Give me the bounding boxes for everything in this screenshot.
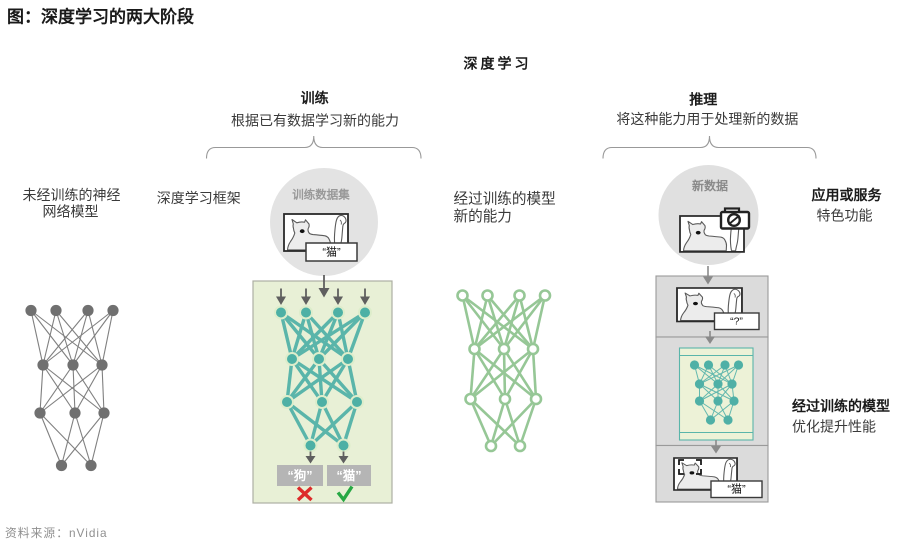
svg-text:“狗”: “狗” (287, 468, 312, 483)
svg-text:根据已有数据学习新的能力: 根据已有数据学习新的能力 (231, 113, 399, 129)
svg-text:图：深度学习的两大阶段: 图：深度学习的两大阶段 (7, 7, 194, 27)
svg-text:经过训练的模型: 经过训练的模型 (792, 398, 890, 414)
svg-text:网络模型: 网络模型 (43, 204, 99, 220)
svg-text:“猫”: “猫” (322, 246, 341, 259)
svg-text:新数据: 新数据 (692, 178, 728, 193)
svg-text:新的能力: 新的能力 (454, 208, 512, 225)
svg-text:训练数据集: 训练数据集 (292, 187, 350, 201)
svg-text:深度学习: 深度学习 (464, 56, 532, 72)
svg-text:资料来源：nVidia: 资料来源：nVidia (5, 526, 108, 540)
svg-text:“?”: “?” (730, 315, 743, 327)
svg-text:经过训练的模型: 经过训练的模型 (454, 190, 556, 207)
svg-text:未经训练的神经: 未经训练的神经 (23, 187, 121, 203)
svg-text:应用或服务: 应用或服务 (812, 187, 883, 203)
svg-text:优化提升性能: 优化提升性能 (792, 419, 876, 435)
svg-text:深度学习框架: 深度学习框架 (157, 190, 241, 206)
svg-text:训练: 训练 (301, 90, 329, 106)
svg-text:推理: 推理 (689, 92, 717, 108)
svg-text:将这种能力用于处理新的数据: 将这种能力用于处理新的数据 (616, 111, 798, 127)
svg-text:“猫”: “猫” (336, 468, 361, 483)
svg-text:特色功能: 特色功能 (817, 208, 873, 224)
svg-text:“猫”: “猫” (727, 482, 746, 495)
